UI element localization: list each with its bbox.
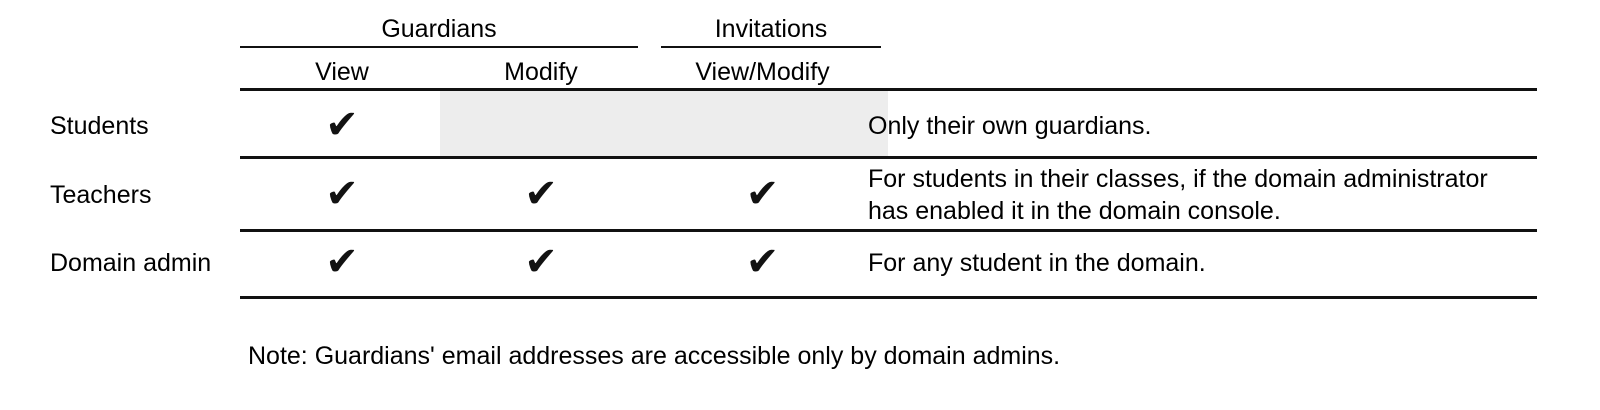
check-icon-teachers-invitations-viewmodify: ✔ (745, 171, 780, 217)
table-bottom-rule (240, 296, 1537, 299)
column-group-header-invitations: Invitations (714, 15, 828, 43)
row-note-domain-admin: For any student in the domain. (868, 249, 1206, 277)
column-group-header-guardians: Guardians (381, 15, 497, 43)
column-header-guardians-view: View (315, 58, 369, 86)
row-note-teachers: For students in their classes, if the do… (868, 165, 1488, 225)
column-header-invitations-viewmodify: View/Modify (695, 58, 830, 86)
check-icon-domain-admin-invitations-viewmodify: ✔ (745, 239, 780, 285)
row-note-students: Only their own guardians. (868, 112, 1152, 140)
check-icon-teachers-guardians-view: ✔ (325, 171, 359, 217)
check-icon-teachers-guardians-modify: ✔ (524, 171, 558, 217)
column-header-guardians-modify: Modify (504, 58, 578, 86)
row-label-students: Students (50, 112, 149, 140)
header-bottom-rule (240, 88, 1537, 91)
check-icon-students-guardians-view: ✔ (325, 102, 359, 148)
row-label-domain-admin: Domain admin (50, 249, 212, 277)
shaded-cell-students-modify-and-invitations (440, 91, 888, 156)
check-icon-domain-admin-guardians-view: ✔ (325, 239, 359, 285)
footnote-text: Note: Guardians' email addresses are acc… (248, 342, 1061, 370)
row-label-teachers: Teachers (50, 181, 152, 209)
row-rule-after-teachers (240, 229, 1537, 232)
group-rule-guardians (240, 46, 638, 48)
group-rule-invitations (661, 46, 881, 48)
check-icon-domain-admin-guardians-modify: ✔ (524, 239, 558, 285)
row-rule-after-students (240, 156, 1537, 159)
